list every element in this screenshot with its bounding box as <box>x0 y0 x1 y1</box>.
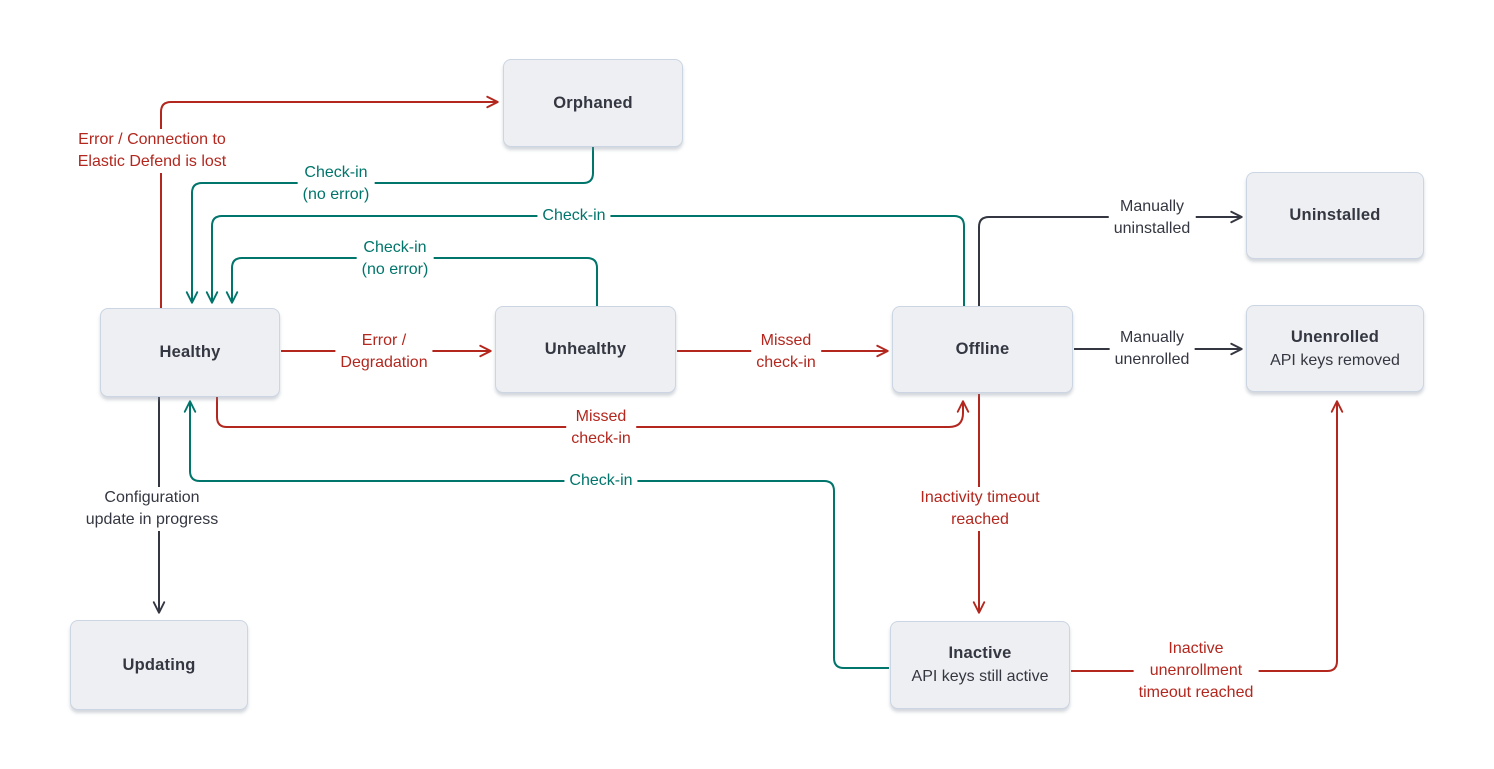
edge-label-missed-checkin-to-offline-row-1: Missed <box>760 332 812 349</box>
edge-label-inactivity-timeout-reached: Inactivity timeout reached <box>915 487 1045 531</box>
edge-label-checkin-no-error-orphaned: Check-in (no error) <box>297 162 375 206</box>
edge-label-inactive-unenrollment-row-1: Inactive <box>1168 640 1224 657</box>
node-uninstalled-title: Uninstalled <box>1289 206 1381 224</box>
edge-inactive-to-healthy <box>183 400 889 669</box>
edge-label-configuration-update: Configuration update in progress <box>80 487 224 531</box>
edge-label-error-degradation: Error / Degradation <box>335 330 433 374</box>
edge-healthy-to-orphaned <box>160 95 499 308</box>
edge-label-missed-checkin-from-healthy: Missed check-in <box>566 406 636 450</box>
edge-orphaned-to-healthy <box>185 147 594 304</box>
edge-offline-to-uninstalled <box>978 210 1243 306</box>
edge-label-manually-unenrolled: Manually unenrolled <box>1109 327 1195 371</box>
edge-label-missed-checkin-to-offline-row-2: check-in <box>756 354 816 371</box>
node-offline: Offline <box>892 306 1073 393</box>
edge-label-inactive-unenrollment: Inactive unenrollment timeout reached <box>1133 638 1259 704</box>
edge-label-error-degradation-row-2: Degradation <box>340 354 428 371</box>
edge-label-missed-checkin-from-healthy-row-1: Missed <box>575 408 627 425</box>
edge-label-checkin-offline: Check-in <box>537 205 611 227</box>
edge-label-configuration-update-row-2: update in progress <box>85 511 219 528</box>
edge-label-error-degradation-row-1: Error / <box>361 332 407 349</box>
edge-label-inactivity-timeout-reached-row-2: reached <box>951 511 1009 528</box>
edge-label-checkin-no-error-unhealthy: Check-in (no error) <box>356 237 434 281</box>
edge-label-missed-checkin-to-offline: Missed check-in <box>751 330 821 374</box>
edge-label-missed-checkin-from-healthy-row-2: check-in <box>571 430 631 447</box>
node-updating-title: Updating <box>122 655 196 674</box>
edge-label-manually-uninstalled-row-1: Manually <box>1119 198 1185 215</box>
edge-label-manually-uninstalled-row-2: uninstalled <box>1113 220 1191 237</box>
node-uninstalled: Uninstalled <box>1246 172 1424 259</box>
edge-label-inactive-unenrollment-row-2: unenrollment <box>1149 662 1243 679</box>
edge-label-checkin-no-error-orphaned-row-2: (no error) <box>302 186 370 203</box>
edge-label-checkin-no-error-unhealthy-row-1: Check-in <box>363 239 427 256</box>
edge-label-checkin-from-inactive-row-1: Check-in <box>569 472 633 489</box>
node-inactive-subtitle: API keys still active <box>911 668 1049 685</box>
node-unhealthy: Unhealthy <box>495 306 676 393</box>
node-healthy-title: Healthy <box>159 343 221 361</box>
node-unenrolled-title: Unenrolled <box>1290 327 1380 346</box>
edge-label-error-connection-lost: Error / Connection to Elastic Defend is l… <box>72 129 232 173</box>
node-healthy: Healthy <box>100 308 280 397</box>
edge-label-checkin-offline-row-1: Check-in <box>542 207 606 224</box>
edge-label-manually-unenrolled-row-1: Manually <box>1119 329 1185 346</box>
edge-label-configuration-update-row-1: Configuration <box>104 489 200 506</box>
edge-label-checkin-no-error-unhealthy-row-2: (no error) <box>361 261 429 278</box>
edge-inactive-to-unenrolled <box>1071 400 1344 672</box>
edge-label-inactivity-timeout-reached-row-1: Inactivity timeout <box>920 489 1040 506</box>
edge-label-inactive-unenrollment-row-3: timeout reached <box>1138 684 1254 701</box>
node-orphaned: Orphaned <box>503 59 683 147</box>
node-unhealthy-title: Unhealthy <box>544 340 627 358</box>
edge-offline-to-healthy <box>205 215 965 306</box>
node-updating: Updating <box>70 620 248 710</box>
edge-label-checkin-from-inactive: Check-in <box>564 470 638 492</box>
node-inactive-title: Inactive <box>948 644 1012 662</box>
edge-label-manually-unenrolled-row-2: unenrolled <box>1114 351 1190 368</box>
node-offline-title: Offline <box>955 340 1010 358</box>
node-unenrolled-subtitle: API keys removed <box>1270 351 1400 369</box>
edge-label-error-connection-lost-row-2: Elastic Defend is lost <box>77 153 227 170</box>
edge-label-manually-uninstalled: Manually uninstalled <box>1108 196 1196 240</box>
edge-label-error-connection-lost-row-1: Error / Connection to <box>78 131 226 148</box>
edge-label-checkin-no-error-orphaned-row-1: Check-in <box>304 164 368 181</box>
node-orphaned-title: Orphaned <box>553 93 633 112</box>
